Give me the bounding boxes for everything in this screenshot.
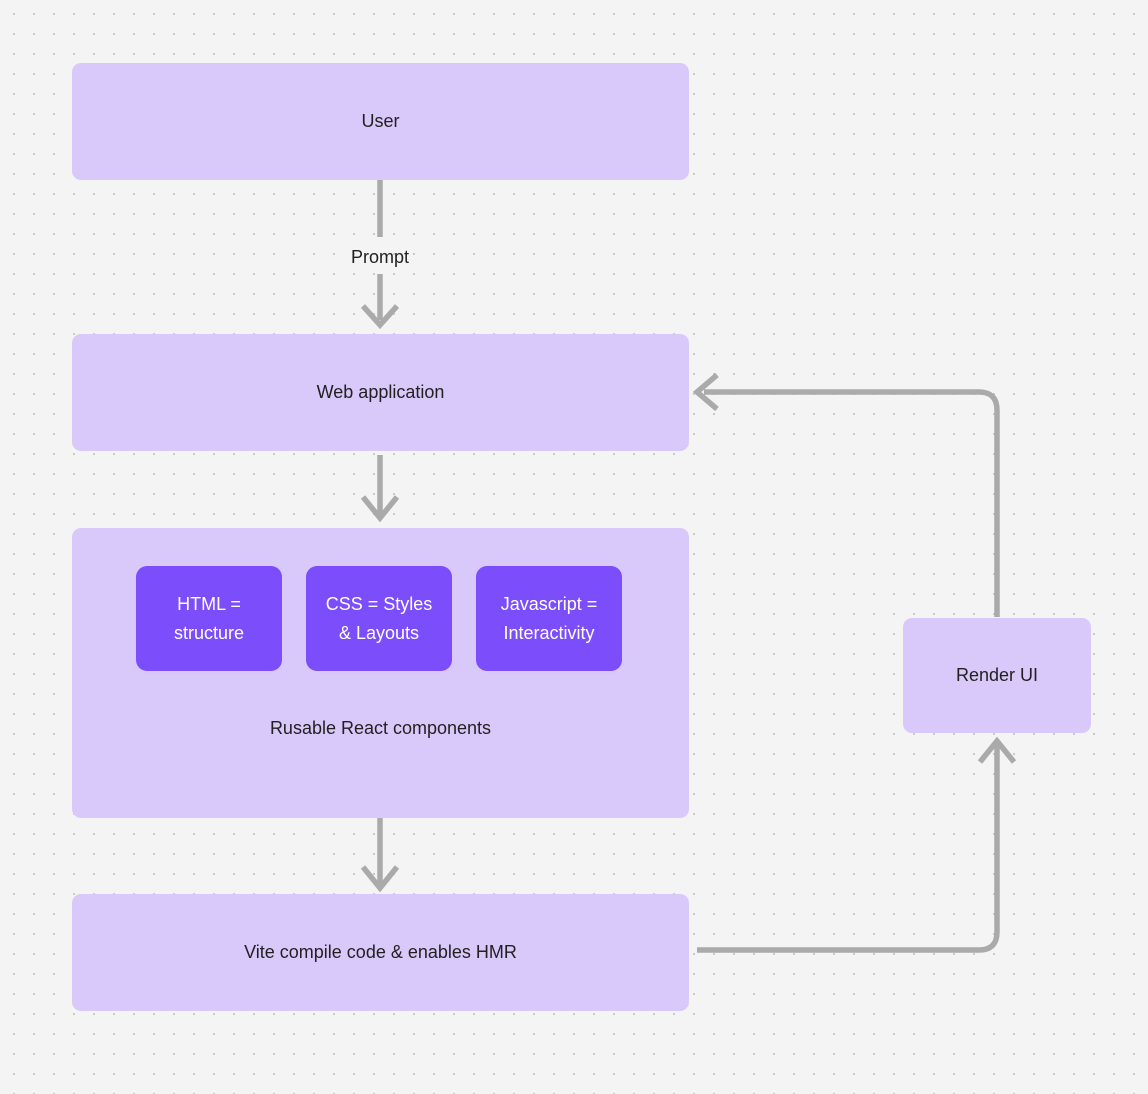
edge-label-prompt: Prompt bbox=[330, 243, 430, 271]
arrowhead-down bbox=[360, 304, 400, 330]
edge-web-application-to-components bbox=[360, 455, 400, 523]
node-render-ui-label: Render UI bbox=[955, 664, 1039, 685]
arrowhead-left bbox=[692, 372, 719, 412]
node-html[interactable]: HTML = structure bbox=[136, 566, 282, 671]
node-css-label-line1: CSS = Styles bbox=[325, 593, 433, 614]
node-web-application[interactable]: Web application bbox=[72, 334, 689, 451]
arrowhead-up bbox=[977, 736, 1017, 764]
node-html-label-line2: structure bbox=[173, 622, 245, 643]
node-web-application-label: Web application bbox=[316, 381, 445, 402]
node-user-label: User bbox=[361, 110, 400, 131]
edge-render-ui-to-web-application bbox=[692, 372, 1000, 617]
node-components-group[interactable]: HTML = structure CSS = Styles & Layouts … bbox=[72, 528, 689, 818]
arrowhead-down bbox=[360, 495, 400, 523]
edge-segment bbox=[704, 389, 1000, 617]
node-javascript-label-line1: Javascript = bbox=[500, 593, 598, 614]
node-css-label-line2: & Layouts bbox=[338, 622, 420, 643]
node-vite-label: Vite compile code & enables HMR bbox=[244, 941, 517, 962]
arrowhead-down bbox=[360, 865, 400, 893]
edge-components-to-vite bbox=[360, 818, 400, 893]
node-components-group-label: Rusable React components bbox=[72, 716, 689, 742]
node-render-ui[interactable]: Render UI bbox=[903, 618, 1091, 733]
edge-vite-to-render-ui bbox=[697, 736, 1017, 953]
node-html-label-line1: HTML = bbox=[177, 593, 241, 614]
node-javascript-label-line2: Interactivity bbox=[503, 622, 595, 643]
edge-label-prompt-text: Prompt bbox=[350, 246, 410, 267]
node-vite[interactable]: Vite compile code & enables HMR bbox=[72, 894, 689, 1011]
node-javascript[interactable]: Javascript = Interactivity bbox=[476, 566, 622, 671]
node-components-group-label-text: Rusable React components bbox=[269, 718, 492, 739]
node-user[interactable]: User bbox=[72, 63, 689, 180]
edge-segment bbox=[697, 745, 1000, 953]
node-css[interactable]: CSS = Styles & Layouts bbox=[306, 566, 452, 671]
